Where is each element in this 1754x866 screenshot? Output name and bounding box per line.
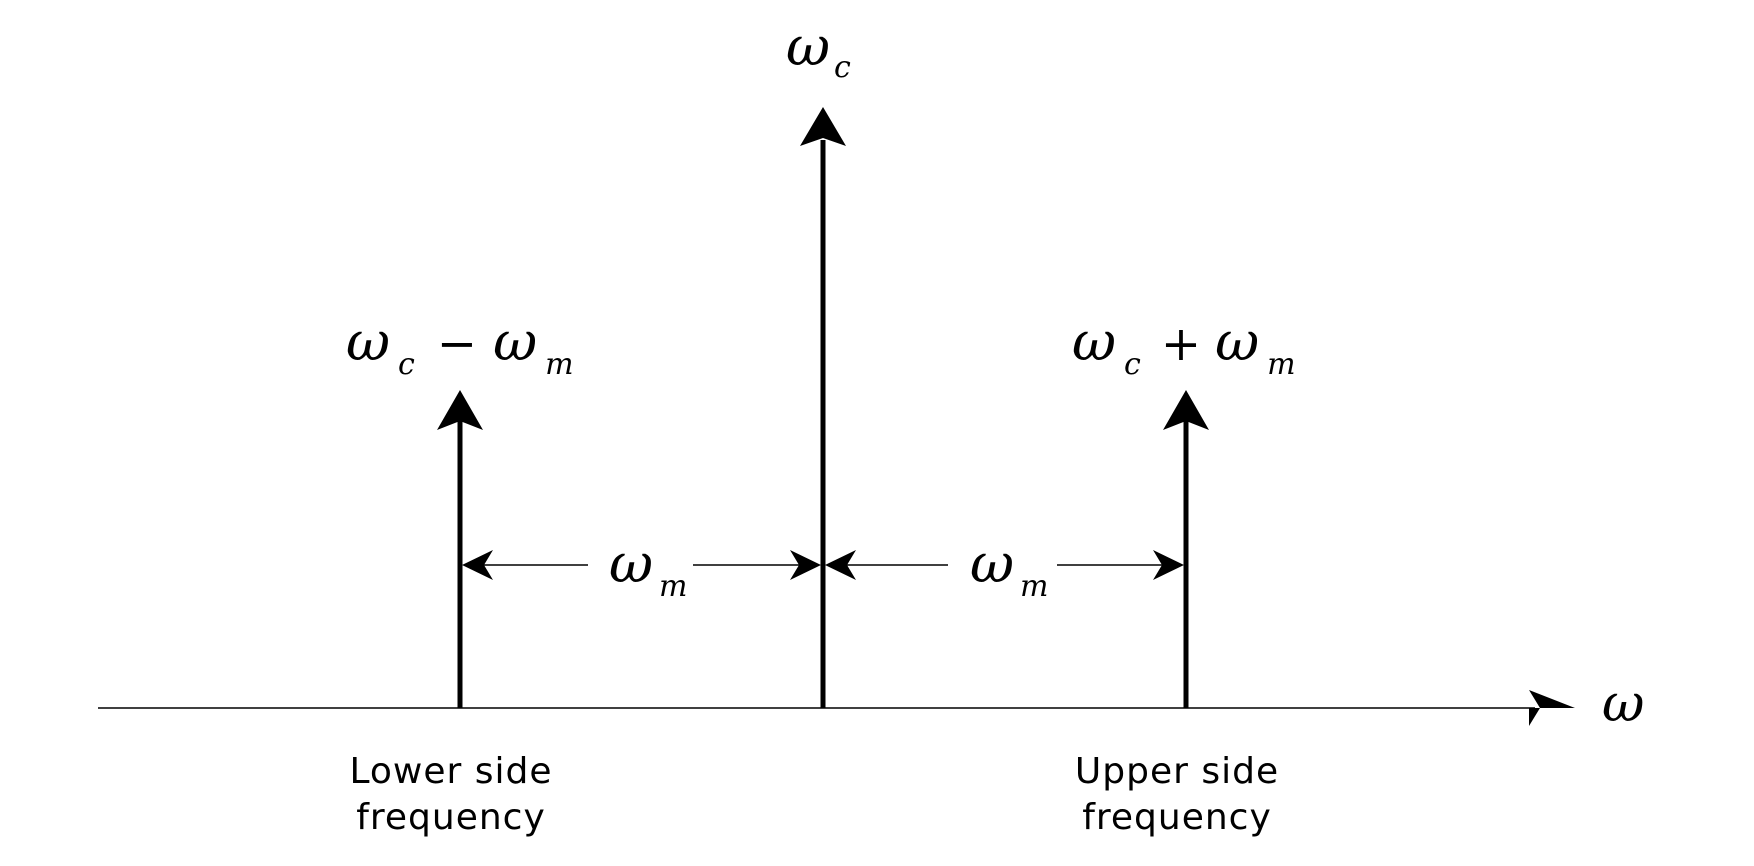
spacing-right-arrowhead-left: [825, 550, 856, 580]
lower-side-caption-line1: Lower side: [349, 751, 552, 792]
carrier-spike-arrowhead: [800, 107, 846, 146]
frequency-axis-arrowhead: [1529, 690, 1575, 726]
spacing-left-arrowhead-left: [462, 550, 493, 580]
spacing-left-arrowhead-right: [790, 550, 821, 580]
upper-side-spike-arrowhead: [1163, 390, 1209, 430]
lower-side-caption-line2: frequency: [356, 797, 546, 838]
frequency-axis-label: ω: [1602, 674, 1644, 734]
spacing-right-arrowhead-right: [1153, 550, 1184, 580]
upper-side-caption-line1: Upper side: [1075, 751, 1279, 792]
upper-side-caption-line2: frequency: [1082, 797, 1272, 838]
lower-side-spike-arrowhead: [437, 390, 483, 430]
